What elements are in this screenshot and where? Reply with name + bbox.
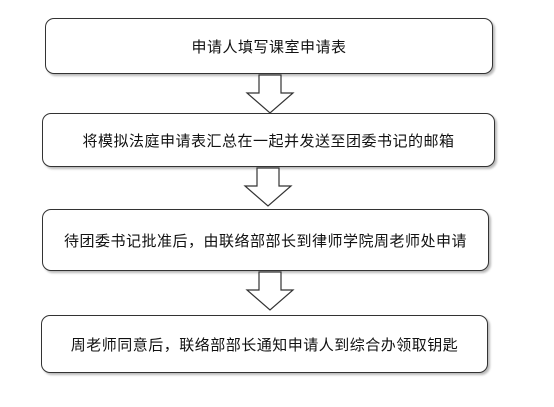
step-4-box: 周老师同意后，联络部部长通知申请人到综合办领取钥匙 [41,315,488,373]
step-2-label: 将模拟法庭申请表汇总在一起并发送至团委书记的邮箱 [82,131,455,150]
down-arrow-icon [245,74,295,114]
step-2-box: 将模拟法庭申请表汇总在一起并发送至团委书记的邮箱 [42,113,495,167]
step-4-label: 周老师同意后，联络部部长通知申请人到综合办领取钥匙 [70,335,459,354]
step-1-label: 申请人填写课室申请表 [191,37,347,56]
step-3-label: 待团委书记批准后，由联络部部长到律师学院周老师处申请 [63,231,467,250]
step-3-box: 待团委书记批准后，由联络部部长到律师学院周老师处申请 [42,209,489,271]
step-1-box: 申请人填写课室申请表 [45,18,493,74]
down-arrow-icon [245,271,295,311]
down-arrow-icon [243,167,293,207]
